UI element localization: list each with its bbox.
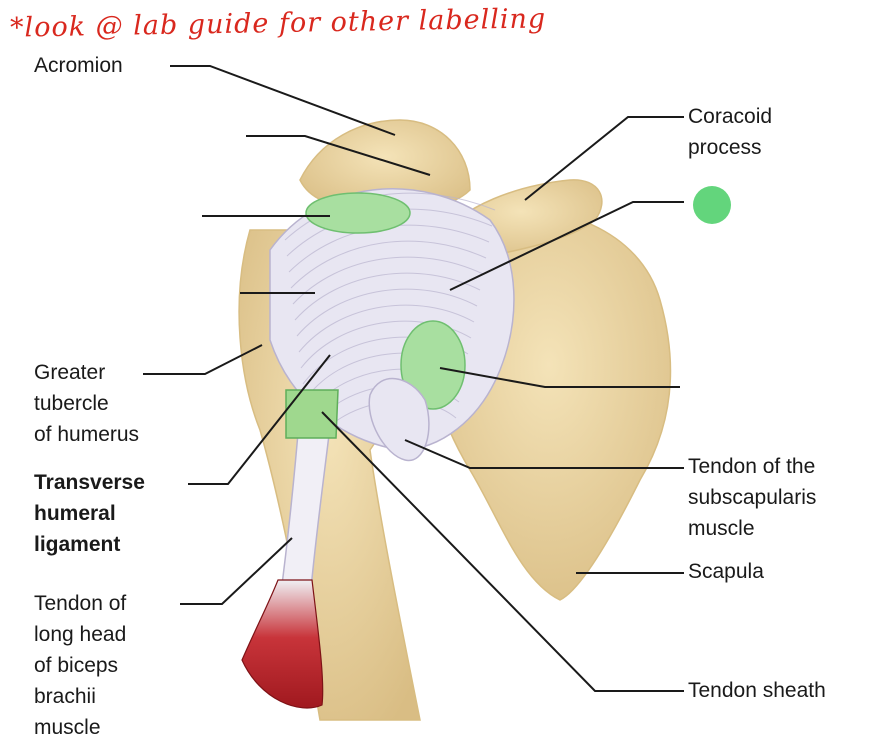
ligament-fiber: [290, 240, 487, 289]
cartilage-upper: [305, 192, 411, 234]
label-acromion: Acromion: [34, 54, 123, 77]
leader-tendon-sheath: [321, 411, 684, 692]
leader-coracoid: [524, 116, 684, 201]
leader-greater-tubercle: [143, 344, 263, 375]
ligament-fiber: [294, 272, 481, 321]
label-biceps-tendon: Tendon of long head of biceps brachii mu…: [34, 592, 127, 739]
label-scapula: Scapula: [688, 560, 764, 583]
cartilage-glenoid: [400, 320, 466, 410]
leader-subscapularis: [404, 439, 684, 469]
ligament-fiber: [296, 288, 478, 337]
green-marker-dot: [693, 186, 731, 224]
leader-unlabeled-1: [246, 135, 431, 176]
ligament-fiber: [292, 256, 484, 305]
leader-biceps: [180, 537, 293, 605]
label-subscapularis-tendon: Tendon of the subscapularis muscle: [688, 455, 817, 540]
subscapularis-tendon: [368, 378, 430, 462]
leader-green-dot: [449, 201, 684, 291]
label-coracoid-process: Coracoid process: [688, 105, 773, 159]
biceps-muscle: [241, 579, 324, 709]
label-tendon-sheath: Tendon sheath: [688, 679, 826, 702]
leader-transverse: [188, 354, 331, 485]
tendon-sheath-band: [285, 389, 339, 439]
leader-glenoid-right: [439, 367, 680, 388]
leader-lines: [143, 65, 684, 692]
leader-acromion: [170, 65, 396, 136]
ligament-fiber: [298, 304, 475, 353]
label-transverse-humeral-ligament: Transverse humeral ligament: [34, 471, 145, 556]
label-greater-tubercle: Greater tubercle of humerus: [34, 361, 140, 446]
